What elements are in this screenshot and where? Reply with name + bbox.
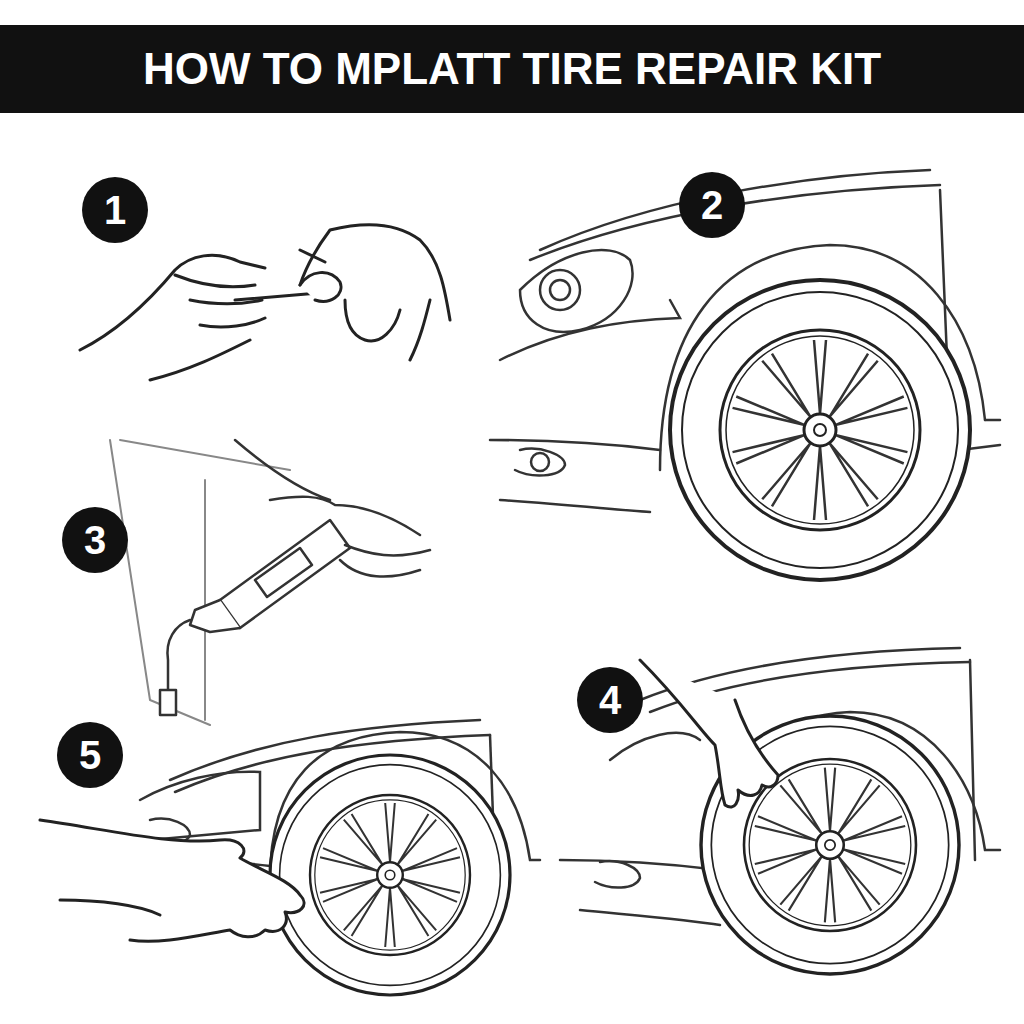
callout-number: 1 bbox=[104, 188, 126, 233]
title-bar: HOW TO MPLATT TIRE REPAIR KIT bbox=[0, 25, 1024, 113]
callout-number: 4 bbox=[599, 678, 621, 723]
title: HOW TO MPLATT TIRE REPAIR KIT bbox=[143, 44, 881, 94]
callout-circle: 4 bbox=[577, 667, 643, 733]
callout-number: 5 bbox=[79, 733, 101, 778]
callout-number: 3 bbox=[84, 518, 106, 563]
callout-circle: 3 bbox=[62, 507, 128, 573]
callout-circle: 2 bbox=[679, 172, 745, 238]
callout-circle: 1 bbox=[82, 177, 148, 243]
callout-number: 2 bbox=[701, 183, 723, 228]
callout-circle: 5 bbox=[57, 722, 123, 788]
